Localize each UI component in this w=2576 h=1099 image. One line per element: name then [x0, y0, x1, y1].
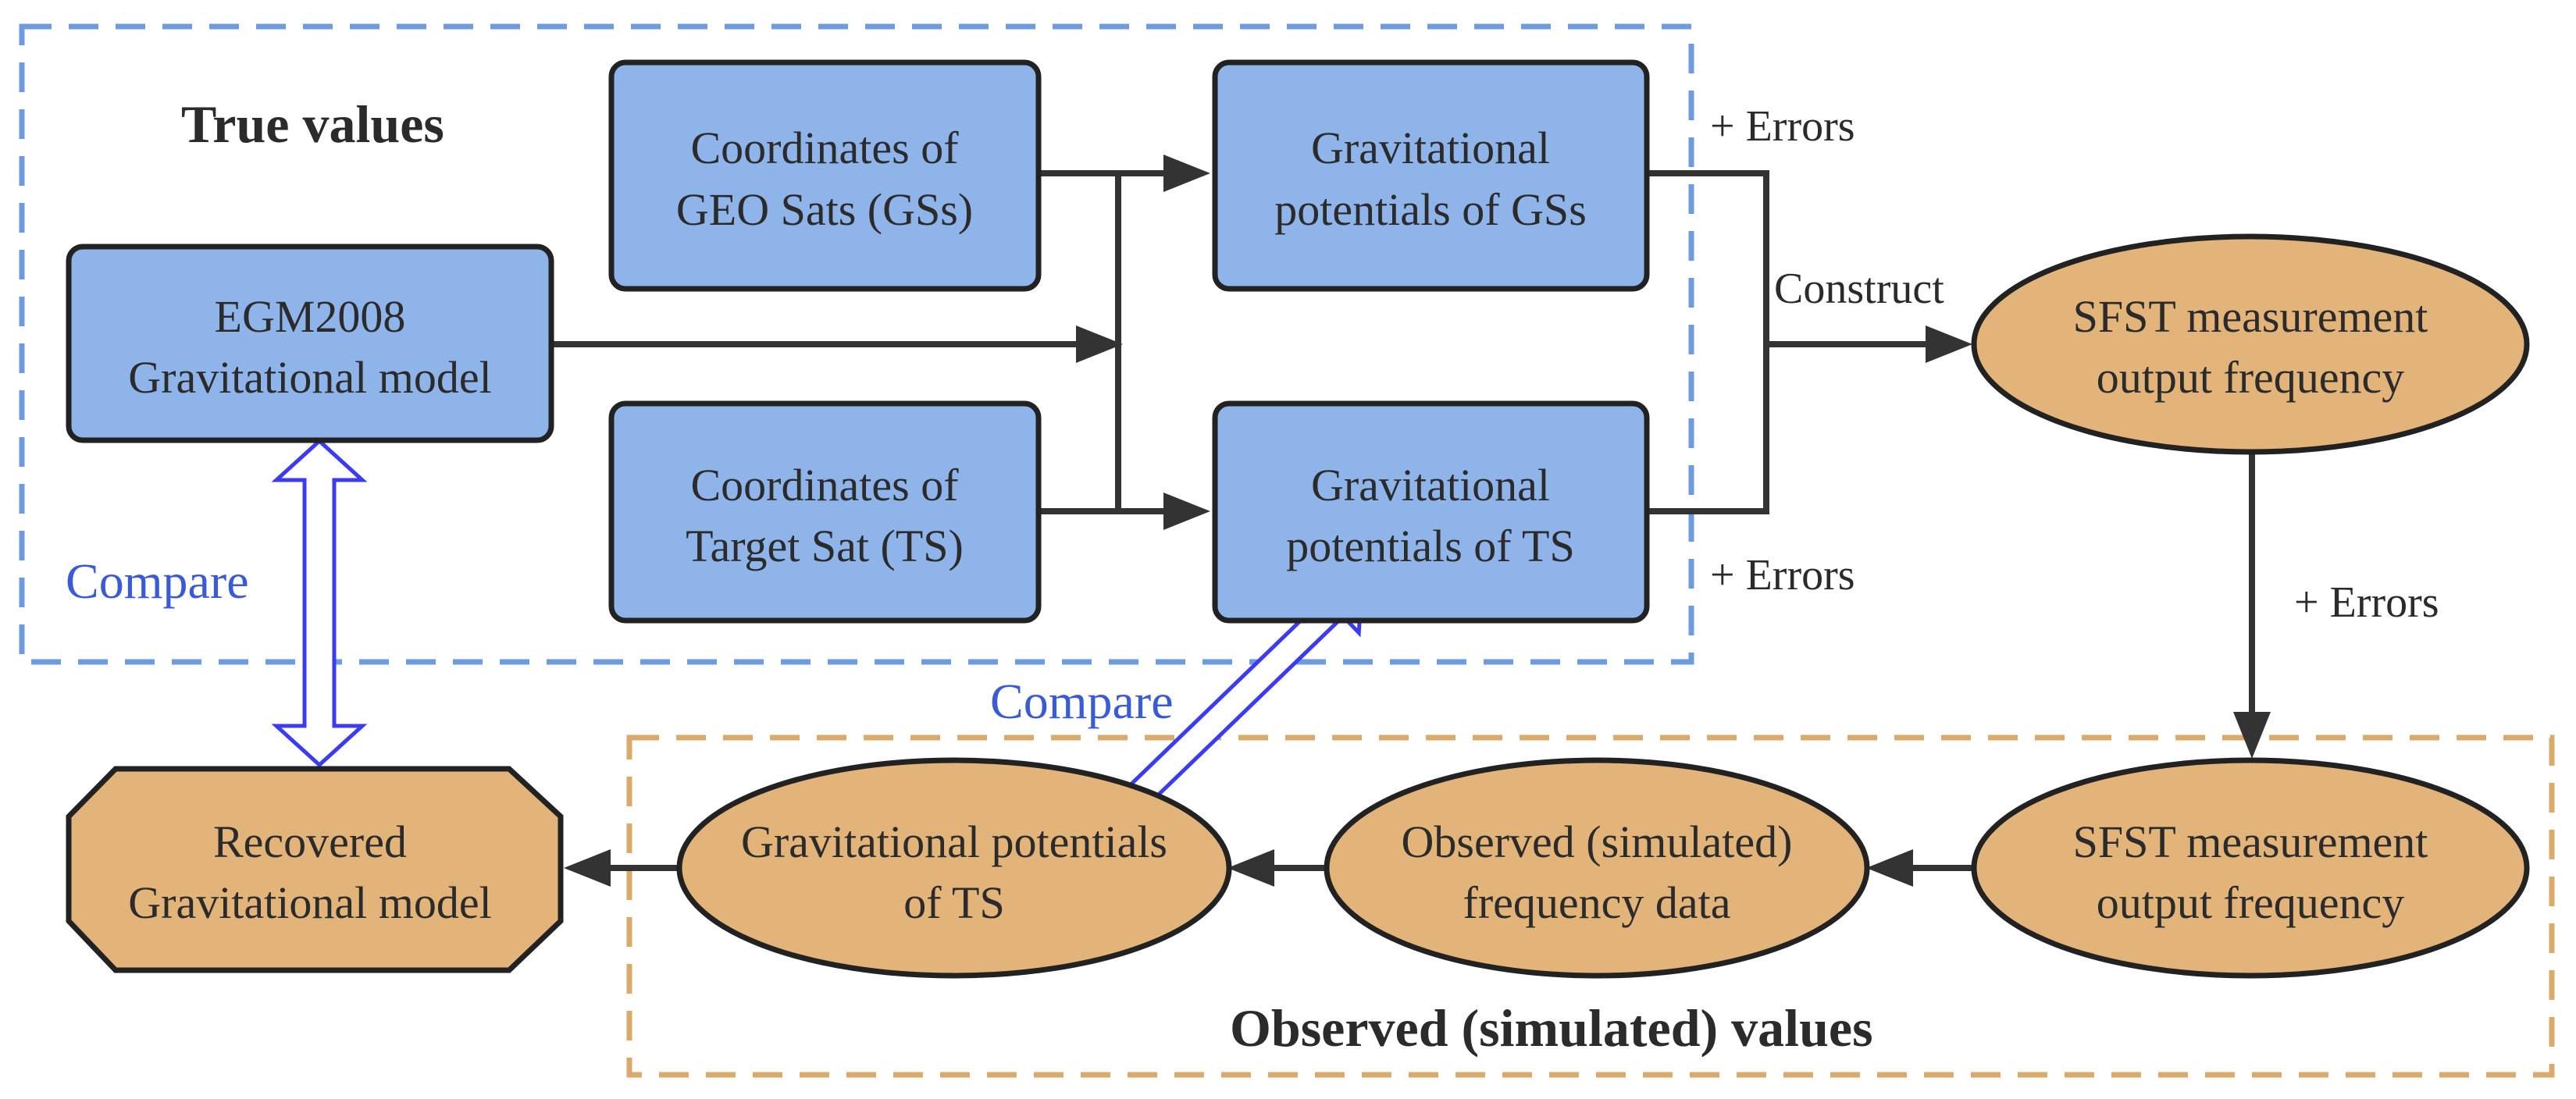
arrowhead-construct — [1926, 325, 1972, 363]
svg-text:EGM2008: EGM2008 — [215, 291, 406, 342]
arrowhead-grav-gss — [1163, 155, 1210, 192]
node-observed-frequency: Observed (simulated) frequency data — [1324, 757, 1870, 979]
svg-text:Recovered: Recovered — [213, 816, 407, 867]
node-target-coords: Coordinates of Target Sat (TS) — [608, 400, 1042, 624]
observed-values-title: Observed (simulated) values — [1230, 998, 1873, 1058]
true-values-title: True values — [181, 94, 444, 154]
node-grav-ts: Gravitational potentials of TS — [1212, 400, 1650, 624]
true-values-frame — [19, 23, 1694, 665]
edges — [551, 155, 2271, 887]
svg-text:Observed (simulated): Observed (simulated) — [1402, 816, 1793, 867]
svg-text:Gravitational model: Gravitational model — [128, 352, 491, 403]
node-egm2008: EGM2008 Gravitational model — [66, 244, 554, 443]
svg-text:output frequency: output frequency — [2097, 352, 2405, 403]
svg-text:potentials of TS: potentials of TS — [1286, 521, 1574, 571]
compare-label-left: Compare — [66, 553, 249, 609]
compare-label-mid: Compare — [990, 674, 1174, 729]
svg-text:Coordinates of: Coordinates of — [690, 460, 959, 510]
svg-text:GEO Sats (GSs): GEO Sats (GSs) — [676, 184, 973, 235]
edge-grav-ts-bracket — [1649, 344, 1769, 514]
edge-grav-gss-bracket — [1649, 170, 1769, 344]
svg-text:Gravitational model: Gravitational model — [128, 877, 491, 928]
arrowhead-recovered — [564, 849, 611, 887]
node-geo-coords: Coordinates of GEO Sats (GSs) — [608, 59, 1042, 292]
svg-text:Gravitational: Gravitational — [1311, 460, 1550, 510]
node-grav-ts-observed: Gravitational potentials of TS — [676, 757, 1232, 979]
node-grav-gss: Gravitational potentials of GSs — [1212, 59, 1650, 292]
node-sfst-true: SFST measurement output frequency — [1971, 233, 2530, 455]
svg-text:SFST measurement: SFST measurement — [2073, 816, 2428, 867]
svg-text:of TS: of TS — [903, 877, 1004, 928]
arrowhead-egm — [1076, 325, 1123, 363]
errors-label-top: + Errors — [1710, 102, 1855, 151]
svg-text:Target Sat (TS): Target Sat (TS) — [686, 521, 964, 571]
arrowhead-grav-ts — [1163, 493, 1210, 530]
svg-text:output frequency: output frequency — [2097, 877, 2405, 928]
compare-arrow-left — [271, 438, 368, 768]
svg-text:SFST measurement: SFST measurement — [2073, 291, 2428, 342]
construct-label: Construct — [1774, 265, 1944, 313]
node-recovered-model: Recovered Gravitational model — [66, 766, 564, 973]
svg-text:potentials of GSs: potentials of GSs — [1274, 184, 1587, 235]
svg-text:Gravitational: Gravitational — [1311, 123, 1550, 173]
errors-label-mid: + Errors — [1710, 551, 1855, 599]
observed-values-frame — [626, 734, 2555, 1078]
arrowhead-sfst-down — [2233, 712, 2271, 759]
svg-text:Coordinates of: Coordinates of — [690, 123, 959, 173]
arrowhead-gravts-obs — [1227, 849, 1274, 887]
arrowhead-obsfreq — [1866, 849, 1913, 887]
errors-label-right: + Errors — [2294, 578, 2439, 627]
svg-text:frequency data: frequency data — [1463, 877, 1731, 928]
svg-text:Gravitational potentials: Gravitational potentials — [741, 816, 1167, 867]
node-sfst-observed: SFST measurement output frequency — [1971, 757, 2530, 979]
